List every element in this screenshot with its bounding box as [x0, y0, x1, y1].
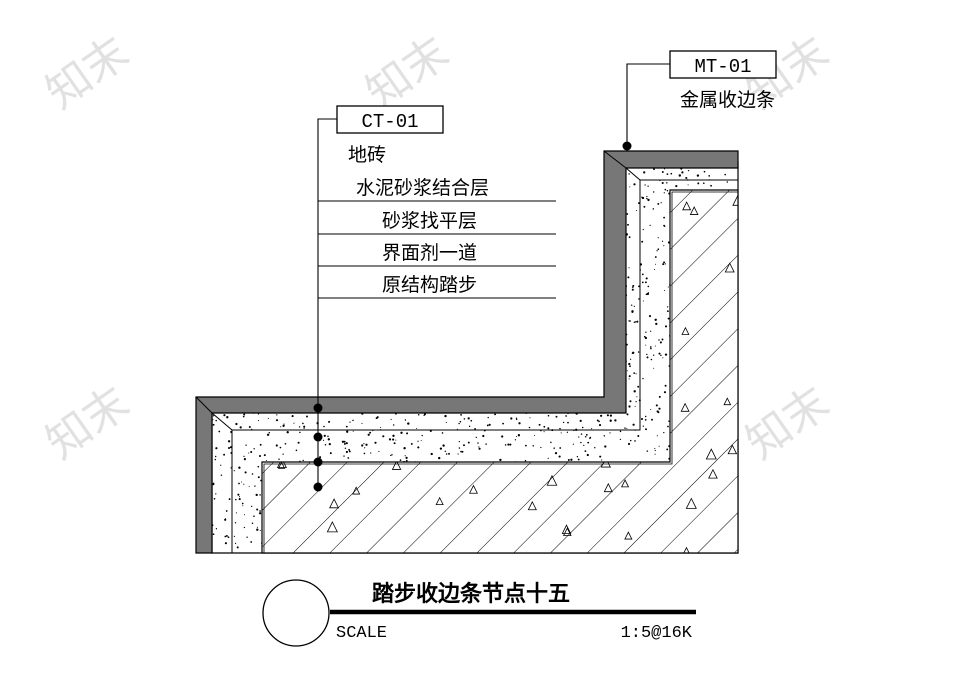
trim-corner-line [625, 167, 641, 181]
leveling-line [263, 191, 738, 553]
leader-dot [622, 141, 632, 151]
watermark: 知末 [737, 377, 838, 469]
leader-line [626, 63, 670, 146]
watermark: 知末 [357, 27, 458, 119]
trim-corner-line [603, 150, 627, 169]
tile-band [195, 150, 739, 554]
scale-value: 1:5@16K [621, 624, 693, 643]
callout-tag: MT-01 [694, 56, 751, 78]
layer-label: 砂浆找平层 [382, 210, 477, 232]
callout-title: 地砖 [348, 144, 386, 166]
leader-line [317, 118, 337, 490]
interface-line [231, 179, 738, 553]
callout-title: 金属收边条 [680, 89, 775, 111]
scale-label: SCALE [336, 624, 387, 643]
callout-tag-box [336, 105, 444, 134]
watermark: 知末 [37, 27, 138, 119]
callout-tag: CT-01 [361, 111, 418, 133]
leader-dot [313, 482, 323, 492]
leader-dot [313, 432, 323, 442]
callout-ct01: CT-01 地砖 水泥砂浆结合层 砂浆找平层 界面剂一道 原结构踏步 [313, 105, 556, 492]
callout-tag-box [669, 50, 777, 79]
title-block: 踏步收边条节点十五 SCALE 1:5@16K [262, 579, 696, 647]
leader-dot [313, 457, 323, 467]
leader-dot [313, 403, 323, 413]
layer-label: 界面剂一道 [382, 242, 477, 264]
layer-label: 水泥砂浆结合层 [356, 177, 489, 199]
trim-corner-line [211, 412, 233, 431]
trim-corner-line [195, 396, 213, 414]
structure-step [261, 189, 739, 554]
layer-label: 原结构踏步 [382, 274, 477, 296]
callout-mt01: MT-01 金属收边条 [622, 50, 777, 151]
drawing-title: 踏步收边条节点十五 [372, 581, 570, 607]
detail-circle [262, 579, 330, 647]
watermark: 知末 [37, 377, 138, 469]
